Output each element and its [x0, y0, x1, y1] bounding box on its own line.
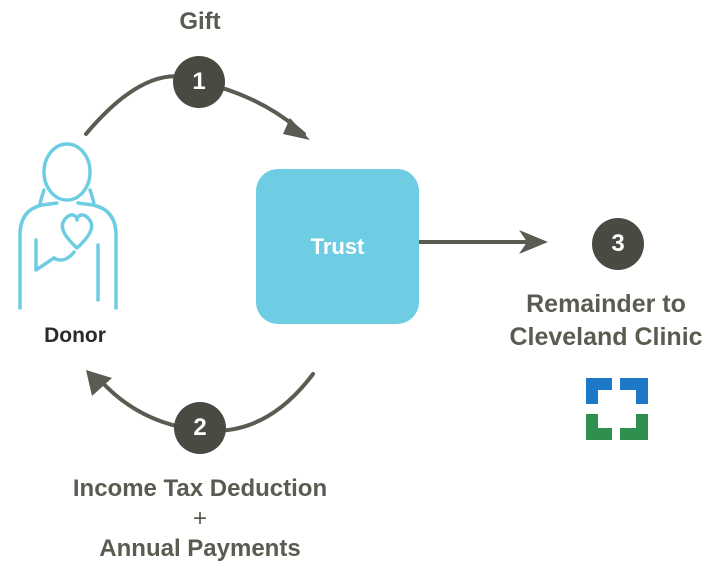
- income-line-2: Annual Payments: [99, 535, 301, 562]
- cleveland-clinic-logo-icon: [586, 378, 648, 440]
- step-badge-3: 3: [592, 218, 644, 270]
- income-tax-label: Income Tax Deduction + Annual Payments: [30, 474, 370, 564]
- trust-box: Trust: [256, 169, 419, 324]
- income-arrowhead: [86, 370, 112, 396]
- step-badge-2: 2: [174, 402, 226, 454]
- remainder-arrowhead: [519, 230, 548, 254]
- remainder-label: Remainder to Cleveland Clinic: [486, 288, 726, 354]
- remainder-line-2: Cleveland Clinic: [509, 323, 703, 351]
- step-badge-1: 1: [173, 56, 225, 108]
- donor-label: Donor: [44, 324, 106, 347]
- trust-label: Trust: [310, 233, 365, 259]
- gift-arrowhead: [283, 118, 310, 140]
- income-line-1: Income Tax Deduction: [72, 475, 328, 502]
- income-line-plus: +: [192, 505, 207, 532]
- person-with-heart-icon: [18, 142, 118, 310]
- gift-label: Gift: [179, 8, 221, 35]
- remainder-line-1: Remainder to: [526, 290, 686, 318]
